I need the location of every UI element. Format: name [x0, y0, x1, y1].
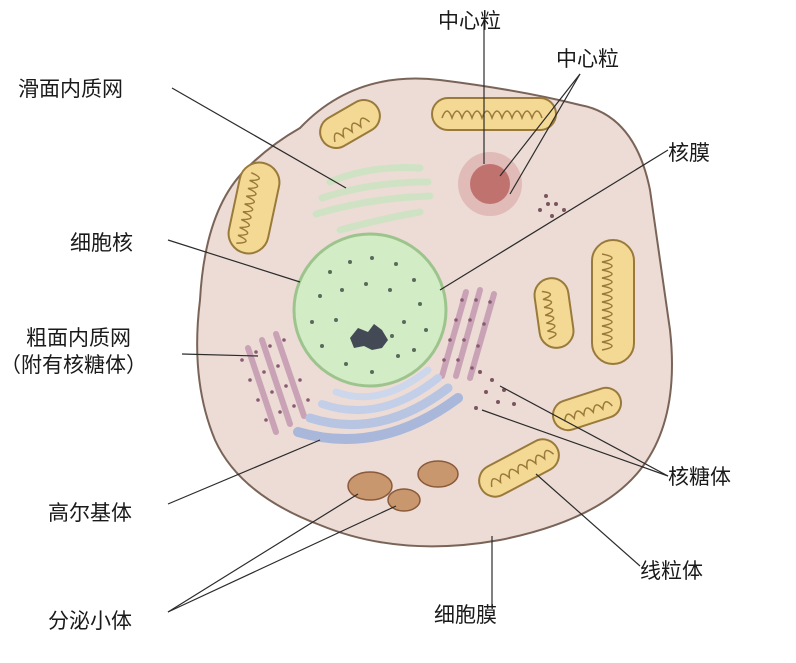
nucleus-shape	[292, 232, 448, 388]
mitochondrion-right-large	[591, 239, 635, 365]
label-mitochondrion: 线粒体	[640, 559, 703, 583]
mitochondrion-top	[431, 97, 557, 131]
centrosome-shape	[458, 152, 522, 216]
leader-lines	[167, 20, 669, 613]
rough-er-left-dots	[240, 338, 310, 422]
label-centrosome-sub: 中心粒	[556, 47, 619, 71]
label-ribosome: 核糖体	[668, 465, 731, 489]
label-nucleus: 细胞核	[70, 231, 133, 255]
ribosome-dots-upper	[538, 194, 566, 218]
mitochondrion-bottom	[478, 438, 560, 498]
golgi-shape	[293, 366, 463, 445]
rough-er-left	[245, 331, 307, 435]
label-golgi: 高尔基体	[48, 501, 132, 525]
label-cell-membrane: 细胞膜	[434, 603, 497, 627]
label-nuclear-envelope: 核膜	[668, 141, 710, 165]
secretory-vesicles	[347, 460, 459, 512]
label-rough-er-line2: （附有核糖体）	[0, 353, 147, 377]
mitochondrion-right-lower	[551, 386, 623, 432]
rough-er-right-dots	[442, 298, 492, 370]
rough-er-right	[439, 287, 497, 381]
smooth-er-shape	[312, 164, 434, 234]
mitochondrion-left	[227, 161, 281, 255]
label-centrosome-top: 中心粒	[438, 9, 501, 33]
mitochondrion-top-left	[319, 99, 381, 149]
label-rough-er-line1: 粗面内质网	[26, 326, 131, 350]
label-smooth-er: 滑面内质网	[18, 77, 123, 101]
chromatin-shape	[350, 324, 388, 350]
mitochondrion-right-small	[533, 277, 575, 349]
label-secretory-vesicle: 分泌小体	[48, 609, 132, 633]
